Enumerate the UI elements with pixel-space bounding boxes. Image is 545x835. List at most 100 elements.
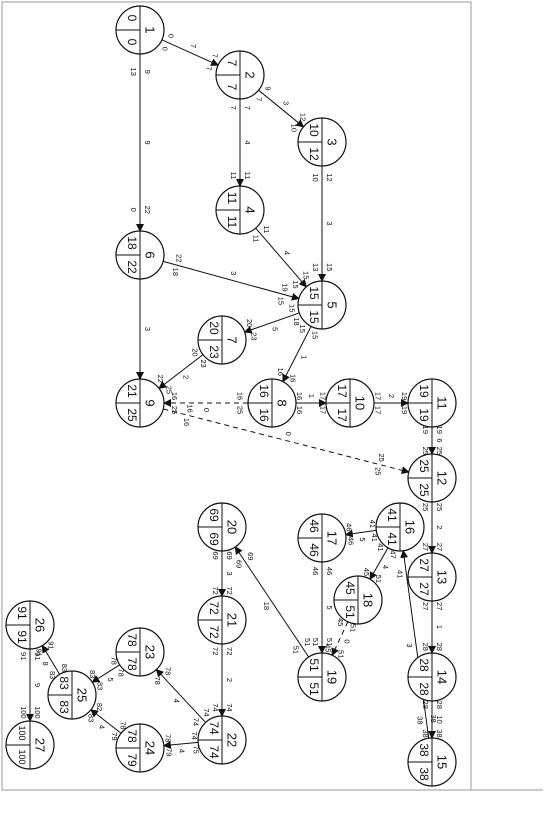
event-node-early-time: 78 bbox=[125, 729, 139, 743]
activity-arrow bbox=[400, 549, 430, 739]
event-node-late-time: 22 bbox=[125, 260, 139, 274]
edge-label-start-early: 15 bbox=[298, 325, 307, 333]
activity-arrow bbox=[344, 529, 377, 538]
activity-arrow bbox=[258, 89, 305, 128]
edge-label-end-late: 51 bbox=[325, 638, 334, 646]
edge-label-end-late: 27 bbox=[435, 543, 444, 551]
edge-duration-label: 4 bbox=[98, 725, 107, 729]
edge-duration-label: 0 bbox=[284, 432, 293, 436]
edge-label-end-early: 10 bbox=[290, 124, 299, 132]
edge-label-end-late: 78 bbox=[153, 677, 162, 685]
edge-label-end-early: 15 bbox=[277, 297, 286, 305]
event-node-early-time: 51 bbox=[307, 658, 321, 672]
edge-duration-label: 7 bbox=[189, 44, 198, 48]
event-node-number: 19 bbox=[325, 670, 340, 684]
edge-label-start-late: 75 bbox=[191, 745, 200, 753]
event-node-early-time: 20 bbox=[207, 321, 221, 335]
edge-duration-label: 4 bbox=[243, 140, 252, 144]
edge-label-start-late: 79 bbox=[110, 732, 119, 740]
edge-duration-label: 2 bbox=[387, 394, 396, 398]
event-node-number: 9 bbox=[143, 399, 158, 406]
event-node-late-time: 100 bbox=[17, 749, 27, 764]
event-node-late-time: 83 bbox=[57, 700, 71, 714]
edge-label-start-late: 25 bbox=[236, 406, 245, 414]
edge-label-start-late: 16 bbox=[186, 404, 195, 412]
edge-label-start-late: 72 bbox=[225, 647, 234, 655]
edge-duration-label: 18 bbox=[262, 602, 271, 610]
edge-label-start-early: 25 bbox=[421, 503, 430, 511]
event-node-late-time: 23 bbox=[207, 345, 221, 359]
event-node-late-time: 38 bbox=[417, 767, 431, 781]
edge-duration-label: 3 bbox=[405, 643, 414, 647]
event-node-early-time: 100 bbox=[17, 725, 27, 740]
edge-label-end-early: 16 bbox=[170, 392, 179, 400]
event-node-late-time: 7 bbox=[225, 84, 239, 91]
edge-label-start-late: 27 bbox=[435, 602, 444, 610]
edge-label-end-early: 27 bbox=[421, 543, 430, 551]
edge-label-start-late: 91 bbox=[33, 652, 42, 660]
edge-label-start-early: 11 bbox=[251, 235, 260, 243]
edge-label-end-early: 25 bbox=[374, 467, 383, 475]
event-node-early-time: 18 bbox=[125, 236, 139, 250]
edge-duration-label: 5 bbox=[106, 677, 115, 681]
edge-label-end-early: 82 bbox=[95, 703, 104, 711]
event-node-late-time: 11 bbox=[225, 216, 239, 229]
edge-label-end-late: 15 bbox=[302, 271, 311, 279]
edge-label-start-early: 16 bbox=[182, 418, 191, 426]
edge-duration-label: 3 bbox=[225, 571, 234, 575]
edge-label-end-early: 20 bbox=[245, 319, 254, 327]
nodes-layer: 1002773101241111515156182272023816169212… bbox=[5, 5, 457, 787]
event-node-early-time: 69 bbox=[207, 508, 221, 522]
event-node-number: 11 bbox=[435, 396, 450, 410]
edges-layer: 0707713092297109123711711410131215311151… bbox=[19, 34, 444, 756]
edge-label-start-early: 7 bbox=[255, 97, 264, 101]
edge-label-end-late: 22 bbox=[143, 206, 152, 214]
edge-duration-label: 2 bbox=[181, 375, 190, 379]
edge-duration-label: 10 bbox=[435, 715, 444, 723]
event-node-late-time: 0 bbox=[125, 39, 139, 46]
activity-arrow bbox=[91, 664, 120, 683]
edge-label-end-late: 69 bbox=[234, 560, 243, 568]
edge-label-end-early: 13 bbox=[311, 263, 320, 271]
event-node-early-time: 27 bbox=[417, 558, 431, 572]
edge-label-start-early: 91 bbox=[19, 652, 28, 660]
edge-label-end-late: 83 bbox=[86, 714, 95, 722]
edge-label-start-early: 20 bbox=[190, 348, 199, 356]
edge-label-end-late: 91 bbox=[34, 648, 43, 656]
event-node: 100 bbox=[115, 5, 165, 55]
edge-duration-label: 3 bbox=[281, 101, 290, 105]
activity-arrow bbox=[163, 260, 300, 301]
edge-label-start-late: 18 bbox=[292, 317, 301, 325]
edge-label-end-early: 45 bbox=[324, 644, 333, 652]
edge-label-end-late: 28 bbox=[435, 643, 444, 651]
activity-arrow bbox=[90, 709, 122, 734]
event-node-number: 20 bbox=[225, 520, 240, 534]
event-node-late-time: 19 bbox=[417, 408, 431, 422]
event-node-late-time: 79 bbox=[125, 753, 139, 767]
event-node-number: 4 bbox=[243, 206, 258, 213]
event-node-late-time: 74 bbox=[207, 745, 221, 759]
edge-label-start-late: 28 bbox=[435, 701, 444, 709]
edge-label-end-late: 12 bbox=[298, 113, 307, 121]
edge-label-end-early: 46 bbox=[344, 523, 353, 531]
event-node-number: 8 bbox=[275, 399, 290, 406]
edge-duration-label: 1 bbox=[307, 394, 316, 398]
